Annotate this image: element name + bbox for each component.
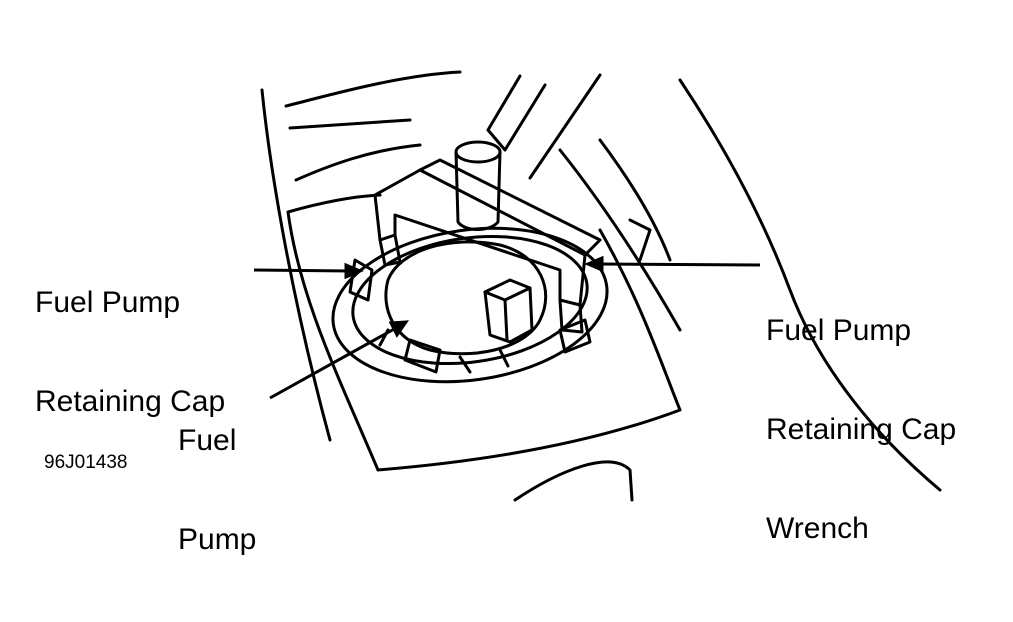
wrench-frame (373, 168, 587, 307)
label-fuel-pump-line-2: Pump (178, 523, 257, 556)
leader-wrench (597, 262, 761, 267)
handle-knob-body (454, 150, 502, 231)
arrow-retaining-cap (344, 262, 364, 280)
lock-ring-tab-left (348, 258, 374, 302)
wrench-leg-left (378, 233, 402, 267)
label-wrench-line-3: Wrench (766, 512, 869, 545)
pump-connector-ridge (503, 298, 509, 342)
figure-code: 96J01438 (44, 452, 128, 473)
lock-ring (331, 226, 609, 384)
plate-right-edge (558, 148, 682, 332)
label-retaining-cap: Fuel Pump Retaining Cap (35, 220, 225, 484)
leader-retaining-cap (253, 268, 351, 273)
plate-corner-bracket (628, 218, 652, 262)
arrow-fuel-pump (388, 320, 410, 338)
wrench-handle (486, 73, 602, 180)
left-body-contour (260, 88, 332, 442)
arrow-wrench (584, 255, 604, 273)
wrench-leg-right (558, 298, 584, 334)
inner-left-groove (294, 143, 422, 182)
label-wrench: Fuel Pump Retaining Cap Wrench (766, 248, 956, 611)
fuel-pump-illustration (253, 70, 942, 502)
pump-connector (483, 278, 534, 344)
handle-knob-top (454, 140, 502, 164)
lower-panel-contour (513, 460, 634, 502)
label-retaining-cap-line-1: Fuel Pump (35, 286, 181, 319)
lock-ring-tab-right (558, 318, 592, 354)
wrench-frame-top (418, 158, 602, 257)
label-wrench-line-2: Retaining Cap (766, 413, 957, 446)
label-fuel-pump-line-1: Fuel (178, 424, 237, 457)
right-body-contour (678, 78, 942, 492)
plate-right-edge-inner (598, 138, 672, 262)
fuel-pump-dome (384, 240, 548, 356)
upper-body-contour (284, 70, 462, 108)
diagram-canvas: Fuel Pump Retaining Cap Fuel Pump Fuel P… (35, 70, 956, 556)
inner-upper-groove (288, 118, 412, 130)
label-wrench-line-1: Fuel Pump (766, 314, 912, 347)
lock-ring-tab-bottom (403, 338, 442, 374)
label-retaining-cap-line-2: Retaining Cap (35, 385, 226, 418)
label-fuel-pump: Fuel Pump (178, 358, 256, 622)
leader-fuel-pump (269, 326, 397, 400)
